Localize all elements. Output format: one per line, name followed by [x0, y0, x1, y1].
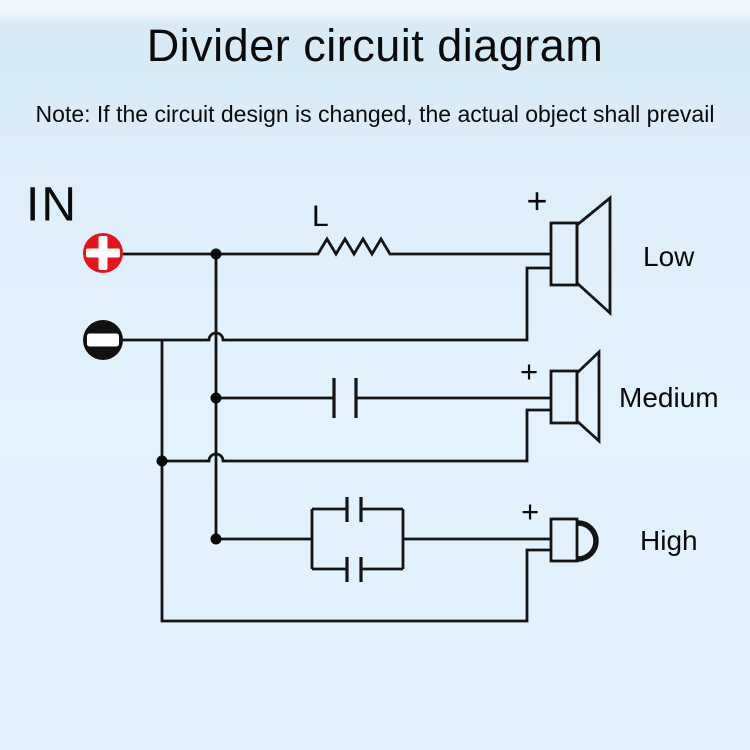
- speaker-low-label: Low: [643, 241, 695, 272]
- capacitor-bank-high: [216, 497, 551, 582]
- junction-dot: [210, 533, 222, 545]
- speaker-medium-label: Medium: [619, 382, 719, 413]
- junction-dot: [210, 392, 222, 404]
- wire-positive-feed: [123, 236, 551, 257]
- capacitor-plates: [332, 378, 358, 418]
- speaker-low-icon: [549, 195, 612, 317]
- capacitor-plates-top: [345, 497, 363, 522]
- page-title: Divider circuit diagram: [146, 20, 604, 71]
- junction-dot: [210, 248, 222, 260]
- wire-negative-rail-low: [123, 266, 551, 342]
- input-negative-terminal: [83, 320, 123, 360]
- junction-dot: [156, 455, 168, 467]
- polarity-low: +: [526, 180, 548, 221]
- input-label: IN: [26, 178, 78, 232]
- speaker-high-icon: [549, 517, 599, 563]
- capacitor-medium: [216, 378, 551, 418]
- speaker-medium-icon: [549, 348, 601, 445]
- note-text: Note: If the circuit design is changed, …: [35, 101, 715, 127]
- polarity-high: +: [520, 494, 540, 529]
- minus-circle-icon: [87, 333, 119, 347]
- capacitor-plates-bottom: [345, 557, 363, 582]
- wire-negative-return: [160, 340, 551, 623]
- inductor-label: L: [312, 200, 329, 233]
- polarity-medium: +: [519, 354, 539, 389]
- speaker-high-label: High: [640, 525, 698, 556]
- wire-negative-rail-medium: [162, 408, 551, 463]
- input-positive-terminal: [83, 233, 123, 273]
